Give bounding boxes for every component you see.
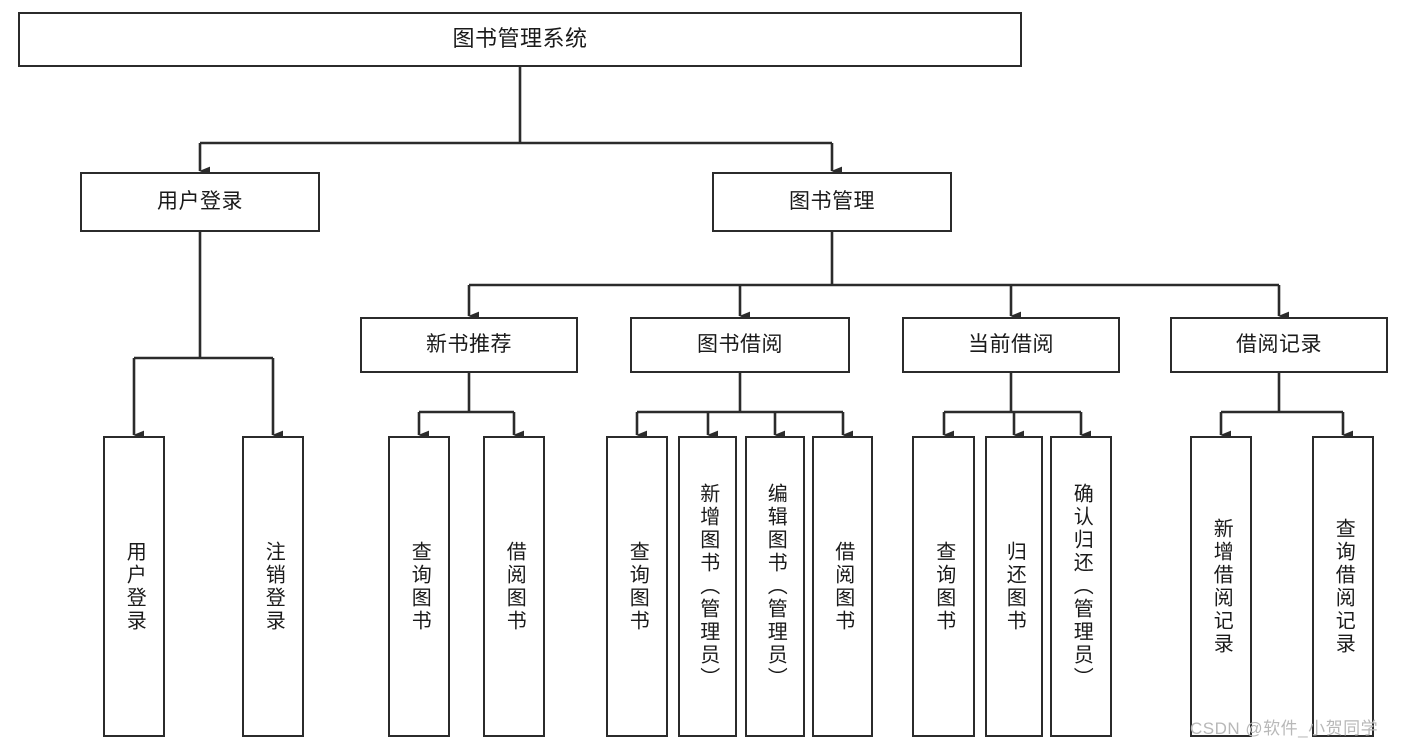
node-label: 图书管理: [789, 190, 875, 214]
node-label: 借阅图书: [831, 540, 854, 633]
node-leaf-logout[interactable]: 注销登录: [242, 436, 304, 737]
node-label: 新增图书（管理员）: [696, 483, 719, 690]
node-label: 用户登录: [157, 190, 243, 214]
node-leaf-borrow1[interactable]: 借阅图书: [483, 436, 545, 737]
node-current[interactable]: 当前借阅: [902, 317, 1120, 373]
node-label: 查询图书: [932, 540, 955, 633]
node-label: 用户登录: [123, 540, 146, 633]
node-leaf-confirm[interactable]: 确认归还（管理员）: [1050, 436, 1112, 737]
node-label: 图书借阅: [697, 333, 783, 357]
node-leaf-borrow2[interactable]: 借阅图书: [812, 436, 873, 737]
node-label: 查询图书: [408, 540, 431, 633]
node-label: 归还图书: [1003, 540, 1026, 633]
node-login[interactable]: 用户登录: [80, 172, 320, 232]
node-label: 新增借阅记录: [1210, 517, 1233, 656]
node-label: 新书推荐: [426, 333, 512, 357]
node-bookmgmt[interactable]: 图书管理: [712, 172, 952, 232]
csdn-watermark: CSDN @软件_小贺同学: [1190, 719, 1379, 738]
node-leaf-queryrec[interactable]: 查询借阅记录: [1312, 436, 1374, 737]
node-newbook[interactable]: 新书推荐: [360, 317, 578, 373]
node-label: 图书管理系统: [452, 26, 588, 52]
node-leaf-editbook[interactable]: 编辑图书（管理员）: [745, 436, 805, 737]
node-label: 查询借阅记录: [1332, 517, 1355, 656]
node-label: 注销登录: [262, 540, 285, 633]
node-leaf-return[interactable]: 归还图书: [985, 436, 1043, 737]
node-leaf-addrec[interactable]: 新增借阅记录: [1190, 436, 1252, 737]
node-label: 编辑图书（管理员）: [764, 483, 787, 690]
node-leaf-login[interactable]: 用户登录: [103, 436, 165, 737]
node-borrow[interactable]: 图书借阅: [630, 317, 850, 373]
node-root[interactable]: 图书管理系统: [18, 12, 1022, 67]
node-label: 借阅记录: [1236, 333, 1322, 357]
node-leaf-query1[interactable]: 查询图书: [388, 436, 450, 737]
node-label: 查询图书: [626, 540, 649, 633]
node-leaf-addbook[interactable]: 新增图书（管理员）: [678, 436, 737, 737]
node-label: 确认归还（管理员）: [1070, 483, 1093, 690]
node-leaf-query2[interactable]: 查询图书: [606, 436, 668, 737]
node-label: 借阅图书: [503, 540, 526, 633]
node-label: 当前借阅: [968, 333, 1054, 357]
node-record[interactable]: 借阅记录: [1170, 317, 1388, 373]
node-leaf-query3[interactable]: 查询图书: [912, 436, 975, 737]
